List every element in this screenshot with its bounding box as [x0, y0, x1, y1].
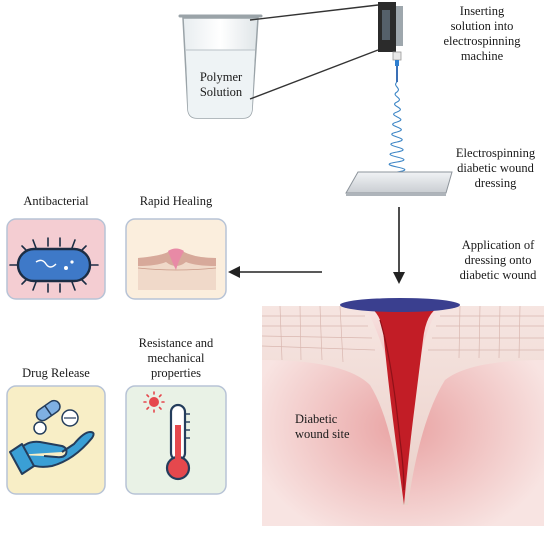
- step-insert-label: Inserting solution into electrospinning …: [443, 4, 521, 63]
- syringe-icon: [378, 2, 403, 82]
- pills-hand-icon: [9, 399, 95, 475]
- step-apply-label: Application of dressing onto diabetic wo…: [459, 238, 537, 282]
- down-arrow: [393, 207, 405, 284]
- step-spin-label: Electrospinning diabetic wound dressing: [455, 146, 536, 190]
- wound-cross-section: [261, 298, 544, 526]
- left-arrow: [228, 266, 322, 278]
- resistance-label: Resistance and mechanical properties: [138, 336, 214, 380]
- beaker-label: Polymer Solution: [199, 70, 243, 99]
- thermometer-sun-icon: [143, 391, 191, 481]
- bacterium-icon: [9, 237, 99, 293]
- wound-site-label: Diabetic wound site: [295, 412, 350, 441]
- antibacterial-label: Antibacterial: [23, 194, 89, 208]
- rapid-healing-label: Rapid Healing: [139, 194, 213, 208]
- beaker-icon: [178, 14, 263, 119]
- drug-release-label: Drug Release: [22, 366, 90, 380]
- connector-line: [249, 49, 379, 100]
- dressing-patch: [340, 298, 460, 312]
- collector-plate: [345, 171, 453, 196]
- connector-line: [249, 4, 379, 21]
- wound-channel: [368, 307, 440, 505]
- healing-skin-icon: [137, 248, 217, 290]
